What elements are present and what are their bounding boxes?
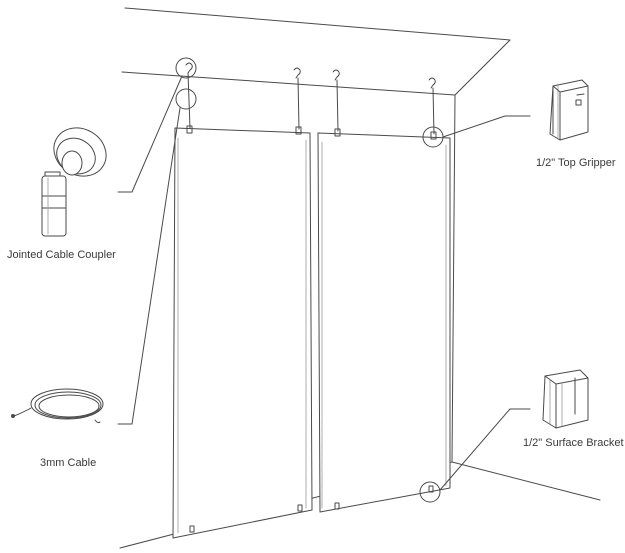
coupler-1 bbox=[186, 63, 192, 133]
jointed-cable-coupler-icon bbox=[42, 119, 115, 236]
top-gripper-label: 1/2" Top Gripper bbox=[536, 157, 616, 169]
cable-callout-circle bbox=[176, 89, 196, 109]
surface-bracket-callout-circle bbox=[420, 482, 440, 502]
coupler-4 bbox=[429, 78, 436, 139]
coupler-leader-line bbox=[118, 76, 182, 192]
coupler-3 bbox=[333, 70, 340, 136]
surface-bracket-label: 1/2" Surface Bracket bbox=[523, 437, 624, 449]
bottom-bracket-3 bbox=[335, 503, 339, 509]
top-gripper-icon bbox=[550, 80, 588, 140]
right-glass-panel bbox=[317, 132, 451, 513]
coiled-cable-icon bbox=[12, 389, 104, 423]
surface-bracket-leader-line bbox=[440, 409, 530, 490]
cable-label: 3mm Cable bbox=[40, 457, 97, 469]
coupler-callout-circle bbox=[176, 58, 196, 78]
coupler-2 bbox=[294, 68, 301, 134]
surface-bracket-icon bbox=[543, 370, 588, 428]
bottom-bracket-4 bbox=[429, 486, 433, 492]
jointed-cable-coupler-label: Jointed Cable Coupler bbox=[7, 249, 116, 261]
top-gripper-leader-line bbox=[443, 116, 530, 137]
cable-leader-line bbox=[118, 108, 180, 424]
bottom-bracket-2 bbox=[298, 505, 302, 511]
left-glass-panel bbox=[172, 127, 313, 539]
bottom-bracket-1 bbox=[190, 526, 194, 532]
